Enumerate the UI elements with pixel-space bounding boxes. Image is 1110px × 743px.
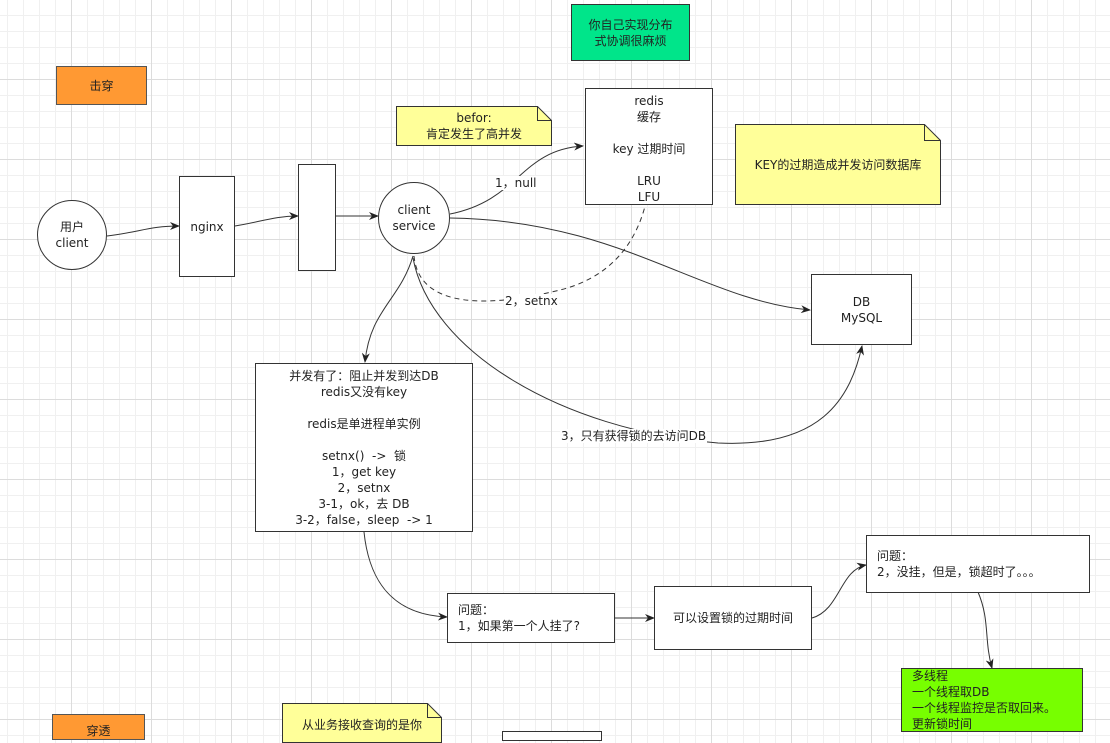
node-client-service[interactable]: client service [378, 182, 450, 254]
node-partial-box[interactable] [502, 731, 602, 741]
node-db[interactable]: DB MySQL [811, 274, 912, 345]
lock-expire-label: 可以设置锁的过期时间 [672, 611, 793, 625]
note-key-expire[interactable]: KEY的过期造成并发访问数据库 [735, 124, 941, 205]
redis-line: redis [634, 94, 664, 108]
concurrency-line: 3-2，false，sleep -> 1 [295, 513, 433, 527]
note-before[interactable]: befor: 肯定发生了高并发 [396, 106, 552, 146]
edge-lock-to-db [412, 257, 864, 444]
node-problem1[interactable]: 问题： 1，如果第一个人挂了? [447, 593, 615, 643]
edge-label-null: 1，null [494, 176, 538, 190]
node-multithread[interactable]: 多线程 一个线程取DB 一个线程监控是否取回来。 更新锁时间 [901, 668, 1083, 732]
problem1-line: 1，如果第一个人挂了? [458, 619, 581, 633]
concurrency-line [362, 432, 366, 448]
client-service-line: client [397, 203, 431, 217]
edge-nginx-to-box [234, 212, 299, 227]
client-service-line: service [392, 219, 436, 233]
node-distributed-note[interactable]: 你自己实现分布 式协调很麻烦 [571, 4, 690, 61]
multithread-line: 一个线程取DB [912, 685, 990, 699]
concurrency-line [362, 400, 366, 416]
edge-client-to-nginx [106, 222, 180, 237]
node-empty-box[interactable] [298, 164, 336, 271]
edge-service-to-concurrency [361, 255, 414, 363]
note-business[interactable]: 从业务接收查询的是你 [282, 703, 442, 743]
distributed-note-line: 式协调很麻烦 [594, 33, 667, 48]
edge-label-lock-db: 3，只有获得锁的去访问DB [560, 429, 708, 443]
concurrency-line: 2，setnx [337, 481, 391, 495]
node-nginx[interactable]: nginx [179, 176, 235, 277]
note-before-line: befor: [456, 111, 492, 125]
note-business-text: 从业务接收查询的是你 [301, 718, 422, 732]
node-jichuan[interactable]: 击穿 [56, 66, 147, 105]
user-client-line: 用户 [59, 220, 84, 234]
edge-service-to-db [449, 217, 811, 314]
multithread-line: 多线程 [912, 669, 949, 683]
concurrency-line: 3-1，ok，去 DB [318, 497, 410, 511]
concurrency-line: setnx() -> 锁 [321, 449, 407, 463]
edge-setnx-dashed [413, 177, 654, 302]
edge-lockexpire-to-problem2 [811, 562, 867, 619]
redis-line [647, 157, 651, 173]
problem1-line: 问题： [458, 603, 495, 617]
multithread-line: 更新锁时间 [912, 717, 973, 731]
node-problem2[interactable]: 问题： 2，没挂，但是，锁超时了。。。 [866, 535, 1090, 593]
node-jichuan-label: 击穿 [89, 78, 114, 93]
db-line: MySQL [840, 310, 883, 325]
redis-line: 缓存 [636, 110, 661, 124]
concurrency-line: redis是单进程单实例 [307, 417, 421, 431]
problem2-line: 2，没挂，但是，锁超时了。。。 [877, 565, 1041, 579]
problem2-line: 问题： [877, 549, 914, 563]
node-redis[interactable]: redis 缓存 key 过期时间 LRU LFU [585, 88, 713, 205]
edge-problem2-to-multithread [977, 591, 994, 669]
note-key-expire-text: KEY的过期造成并发访问数据库 [754, 157, 922, 172]
note-shape [735, 124, 941, 205]
user-client-line: client [55, 236, 89, 250]
concurrency-line: 1，get key [331, 465, 397, 479]
chuantou-label: 穿透 [86, 724, 111, 738]
distributed-note-line: 你自己实现分布 [588, 17, 673, 32]
concurrency-line: 并发有了：阻止并发到达DB [289, 369, 439, 383]
concurrency-line: redis又没有key [320, 385, 408, 399]
db-line: DB [852, 294, 871, 309]
node-user-client[interactable]: 用户 client [37, 200, 107, 270]
redis-line [647, 125, 651, 141]
node-lock-expire[interactable]: 可以设置锁的过期时间 [654, 586, 812, 650]
redis-line: key 过期时间 [612, 142, 686, 156]
node-chuantou[interactable]: 穿透 [52, 714, 145, 740]
note-before-line: 肯定发生了高并发 [425, 127, 522, 141]
redis-line: LFU [637, 190, 661, 204]
edge-label-setnx: 2，setnx [504, 294, 559, 308]
multithread-line: 一个线程监控是否取回来。 [912, 701, 1057, 715]
redis-line: LRU [637, 174, 661, 188]
nginx-label: nginx [190, 219, 224, 234]
note-shape [396, 106, 552, 146]
edge-concurrency-to-problem1 [363, 531, 448, 621]
node-concurrency[interactable]: 并发有了：阻止并发到达DB redis又没有key redis是单进程单实例 s… [255, 363, 473, 532]
